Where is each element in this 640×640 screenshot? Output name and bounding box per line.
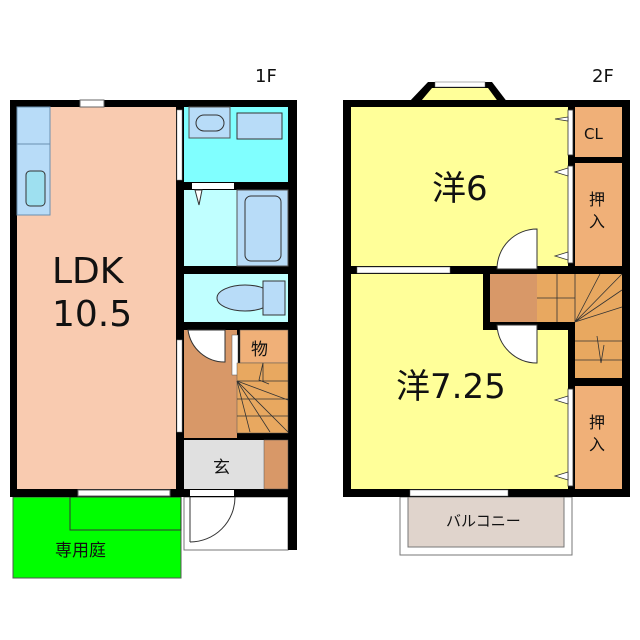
front-door-opening bbox=[190, 490, 234, 496]
entrance-porch bbox=[183, 496, 289, 551]
ldk-size: 10.5 bbox=[52, 294, 132, 335]
floor-1-label: 1F bbox=[255, 66, 277, 87]
closet bbox=[575, 107, 622, 157]
bath-door bbox=[192, 183, 234, 189]
garden-label: 専用庭 bbox=[55, 541, 106, 561]
window bbox=[434, 81, 486, 88]
ldk-sliding-door bbox=[176, 339, 183, 433]
storage bbox=[239, 329, 289, 364]
washbasin-bowl-icon bbox=[195, 114, 225, 132]
toilet-door bbox=[187, 329, 226, 363]
room-south-door bbox=[496, 324, 538, 364]
landing bbox=[490, 274, 537, 322]
sliding-window bbox=[77, 489, 171, 497]
floor-2: 2F バルコニー 洋6 洋7.25 CL 押 入 bbox=[343, 66, 630, 556]
shoe-storage bbox=[263, 439, 289, 490]
private-garden bbox=[12, 496, 182, 579]
oshiire-top-label-1: 押 bbox=[589, 190, 605, 209]
sliding-window bbox=[356, 266, 451, 274]
bathtub-icon bbox=[244, 195, 282, 262]
window bbox=[79, 99, 105, 108]
storage-label: 物 bbox=[251, 340, 268, 360]
bath-dressing bbox=[184, 190, 237, 266]
stairs-2f bbox=[537, 273, 623, 378]
western-room-7-25 bbox=[351, 274, 568, 489]
genkan bbox=[184, 440, 264, 489]
balcony-sliding-door bbox=[409, 489, 509, 497]
door-mark-icon bbox=[194, 189, 203, 206]
oshiire-bottom bbox=[575, 386, 622, 489]
balcony-floor bbox=[407, 496, 565, 548]
ldk-name: LDK bbox=[52, 251, 125, 292]
porch-wall bbox=[288, 497, 297, 550]
washing-machine-icon bbox=[236, 112, 283, 140]
closet-doors bbox=[553, 109, 574, 487]
oshiire-top bbox=[575, 163, 622, 266]
entrance-label: 玄 bbox=[213, 458, 230, 478]
floor-2-label: 2F bbox=[592, 66, 614, 87]
storage-door bbox=[231, 334, 239, 376]
room-north-door bbox=[496, 228, 538, 270]
entrance-door bbox=[189, 496, 236, 543]
closet-label: CL bbox=[584, 125, 603, 143]
oshiire-bottom-label-2: 入 bbox=[589, 435, 605, 454]
room-north-label: 洋6 bbox=[432, 169, 488, 209]
sink-icon bbox=[25, 170, 46, 207]
sliding-door bbox=[176, 109, 183, 181]
balcony-label: バルコニー bbox=[446, 512, 521, 530]
floor-1: 1F 専用庭 LDK 10.5 bbox=[10, 66, 297, 579]
stairs-1f bbox=[236, 362, 289, 434]
room-south-label: 洋7.25 bbox=[396, 367, 506, 407]
kitchen-counter bbox=[16, 106, 51, 145]
oshiire-bottom-label-1: 押 bbox=[589, 413, 605, 432]
toilet-tank bbox=[262, 280, 286, 316]
oshiire-top-label-2: 入 bbox=[589, 212, 605, 231]
